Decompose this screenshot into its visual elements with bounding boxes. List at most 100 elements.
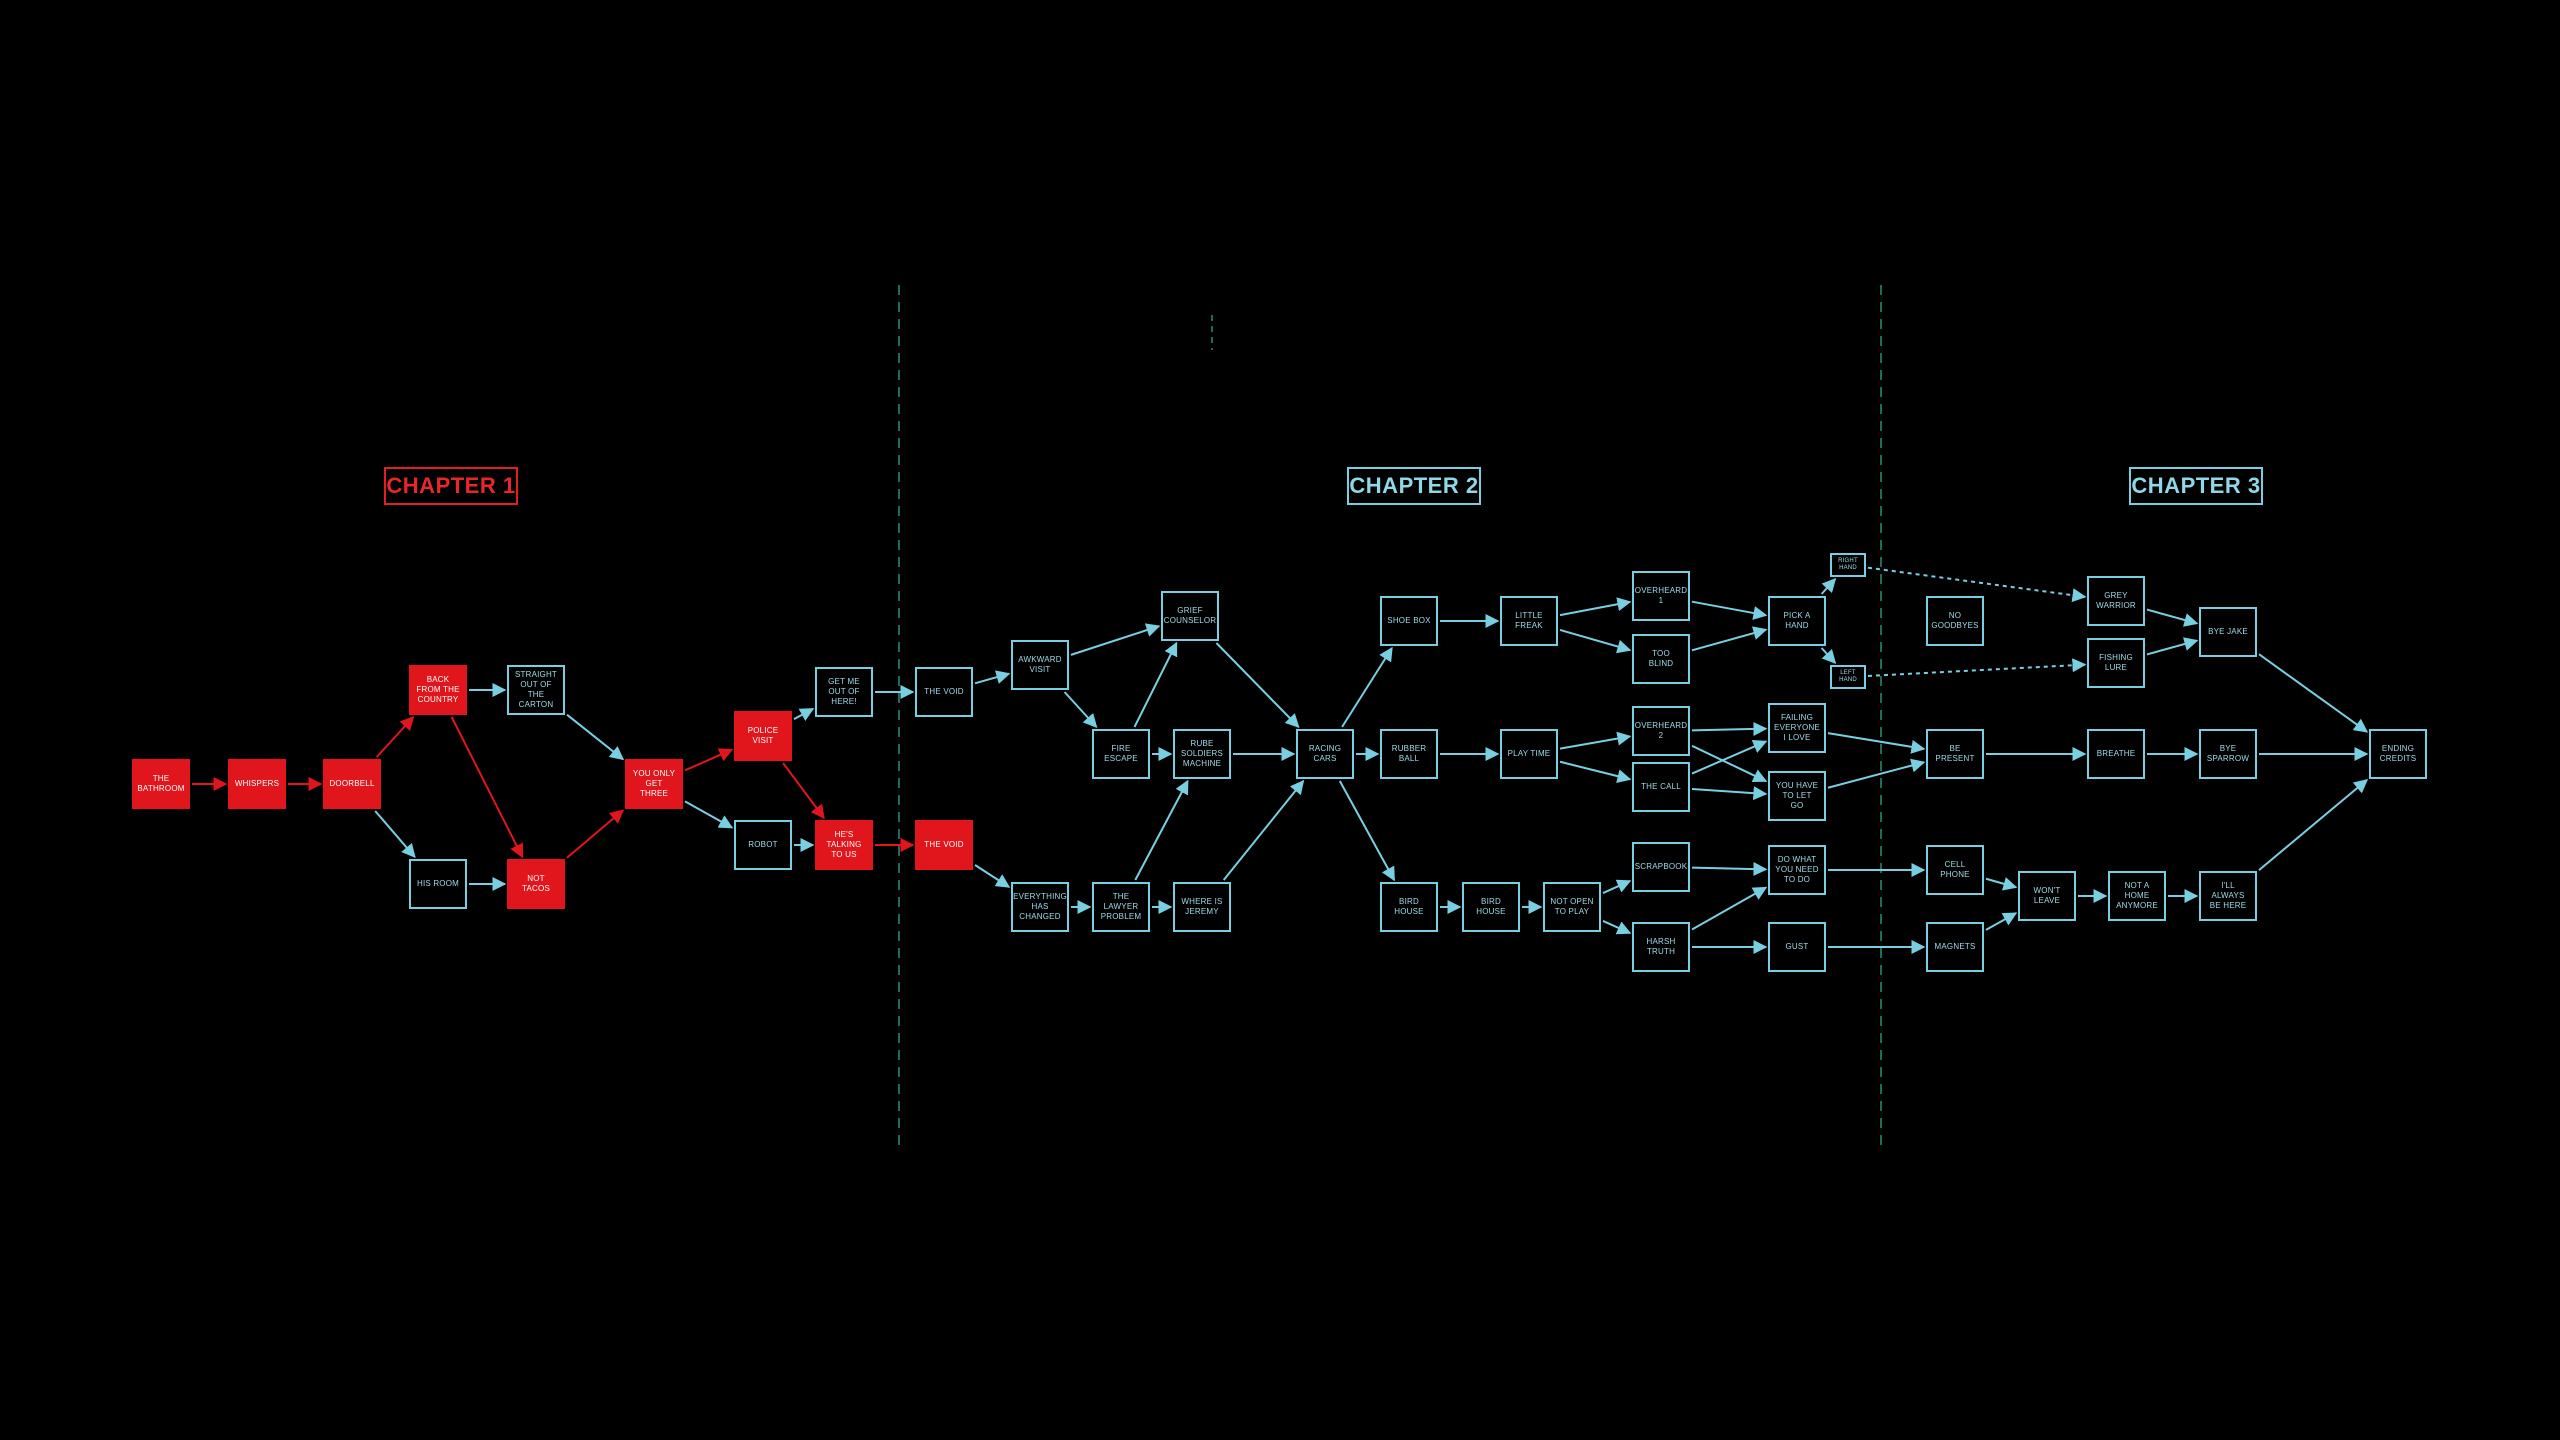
node-pick-a-hand[interactable]: PICK A HAND (1768, 596, 1826, 646)
edge-racing-cars-to-bird-house-1 (1338, 780, 1396, 882)
node-his-room[interactable]: HIS ROOM (409, 859, 467, 909)
node-wont-leave[interactable]: WON'T LEAVE (2018, 871, 2076, 921)
node-back-country[interactable]: BACK FROM THE COUNTRY (409, 665, 467, 715)
node-awkward-visit[interactable]: AWKWARD VISIT (1011, 640, 1069, 690)
node-overheard-1[interactable]: OVERHEARD 1 (1632, 571, 1690, 621)
node-fishing-lure[interactable]: FISHING LURE (2087, 638, 2145, 688)
node-do-what-need[interactable]: DO WHAT YOU NEED TO DO (1768, 845, 1826, 895)
node-harsh-truth[interactable]: HARSH TRUTH (1632, 922, 1690, 972)
edge-straight-carton-to-only-get-three (566, 713, 625, 761)
node-police-visit[interactable]: POLICE VISIT (734, 711, 792, 761)
node-doorbell[interactable]: DOORBELL (323, 759, 381, 809)
edge-not-tacos-to-only-get-three (566, 809, 625, 859)
edge-cell-phone-to-wont-leave (1985, 877, 2018, 891)
edge-failing-love-to-be-present (1827, 732, 1926, 754)
edge-harsh-truth-to-do-what-need (1691, 886, 1768, 931)
node-fire-escape[interactable]: FIRE ESCAPE (1092, 729, 1150, 779)
edge-police-visit-to-get-me-out (793, 707, 815, 722)
edge-play-time-to-the-call (1559, 760, 1632, 783)
edge-doorbell-to-back-country (375, 715, 415, 758)
node-void-top[interactable]: THE VOID (915, 667, 973, 717)
edge-little-freak-to-too-blind (1559, 628, 1632, 654)
node-ending-credits[interactable]: ENDING CREDITS (2369, 729, 2427, 779)
node-not-open-play[interactable]: NOT OPEN TO PLAY (1543, 882, 1601, 932)
node-everything-changed[interactable]: EVERYTHING HAS CHANGED (1011, 882, 1069, 932)
node-robot[interactable]: ROBOT (734, 820, 792, 870)
node-no-goodbyes[interactable]: NO GOODBYES (1926, 596, 1984, 646)
edge-awkward-visit-to-grief-counselor (1070, 623, 1161, 656)
edge-overheard-2-to-failing-love (1691, 721, 1768, 736)
node-scrapbook[interactable]: SCRAPBOOK (1632, 842, 1690, 892)
node-lawyer-problem[interactable]: THE LAWYER PROBLEM (1092, 882, 1150, 932)
node-the-call[interactable]: THE CALL (1632, 762, 1690, 812)
edge-fishing-lure-to-bye-jake (2146, 637, 2199, 656)
edge-only-get-three-to-police-visit (684, 748, 734, 772)
node-overheard-2[interactable]: OVERHEARD 2 (1632, 706, 1690, 756)
edge-magnets-to-wont-leave (1985, 912, 2018, 931)
node-right-hand[interactable]: RIGHT HAND (1830, 553, 1866, 577)
node-grief-counselor[interactable]: GRIEF COUNSELOR (1161, 591, 1219, 641)
node-talking-to-us[interactable]: HE'S TALKING TO US (815, 820, 873, 870)
edge-racing-cars-to-shoe-box (1341, 646, 1393, 728)
edge-not-open-play-to-scrapbook (1602, 879, 1632, 894)
node-bye-jake[interactable]: BYE JAKE (2199, 607, 2257, 657)
edge-pick-a-hand-to-right-hand (1820, 577, 1837, 595)
node-cell-phone[interactable]: CELL PHONE (1926, 845, 1984, 895)
node-bird-house-2[interactable]: BIRD HOUSE (1462, 882, 1520, 932)
edge-play-time-to-overheard-2 (1559, 731, 1632, 750)
chapter-1-label: CHAPTER 1 (384, 467, 518, 505)
node-magnets[interactable]: MAGNETS (1926, 922, 1984, 972)
edge-always-here-to-ending-credits (2258, 778, 2369, 871)
connections (192, 566, 2369, 954)
node-let-go[interactable]: YOU HAVE TO LET GO (1768, 771, 1826, 821)
edge-overheard-2-to-let-go (1691, 744, 1768, 783)
edge-police-visit-to-talking-to-us (782, 762, 825, 820)
node-not-tacos[interactable]: NOT TACOS (507, 859, 565, 909)
edge-doorbell-to-his-room (374, 810, 416, 859)
node-where-jeremy[interactable]: WHERE IS JEREMY (1173, 882, 1231, 932)
edge-grief-counselor-to-racing-cars (1215, 642, 1300, 729)
edge-void-red-to-everything-changed (974, 864, 1011, 888)
edge-grey-warrior-to-bye-jake (2146, 608, 2199, 627)
node-void-red[interactable]: THE VOID (915, 820, 973, 870)
node-bye-sparrow[interactable]: BYE SPARROW (2199, 729, 2257, 779)
node-too-blind[interactable]: TOO BLIND (1632, 634, 1690, 684)
node-straight-carton[interactable]: STRAIGHT OUT OF THE CARTON (507, 665, 565, 715)
node-grey-warrior[interactable]: GREY WARRIOR (2087, 576, 2145, 626)
node-left-hand[interactable]: LEFT HAND (1830, 665, 1866, 689)
chapter-3-label: CHAPTER 3 (2129, 467, 2263, 505)
node-not-home[interactable]: NOT A HOME ANYMORE (2108, 871, 2166, 921)
node-breathe[interactable]: BREATHE (2087, 729, 2145, 779)
edge-the-call-to-let-go (1691, 786, 1768, 801)
edge-the-call-to-failing-love (1691, 740, 1768, 775)
node-always-here[interactable]: I'LL ALWAYS BE HERE (2199, 871, 2257, 921)
node-rube-soldiers[interactable]: RUBE SOLDIERS MACHINE (1173, 729, 1231, 779)
edge-where-jeremy-to-racing-cars (1222, 779, 1305, 881)
edge-pick-a-hand-to-left-hand (1820, 647, 1837, 665)
edge-lawyer-problem-to-rube-soldiers (1134, 779, 1189, 881)
node-gust[interactable]: GUST (1768, 922, 1826, 972)
edge-not-open-play-to-harsh-truth (1602, 920, 1632, 935)
node-failing-love[interactable]: FAILING EVERYONE I LOVE (1768, 703, 1826, 753)
edge-overheard-1-to-pick-a-hand (1691, 600, 1768, 620)
node-bathroom[interactable]: THE BATHROOM (132, 759, 190, 809)
edge-awkward-visit-to-fire-escape (1063, 691, 1098, 729)
edge-void-top-to-awkward-visit (974, 670, 1011, 685)
edge-bye-jake-to-ending-credits (2258, 653, 2369, 733)
node-whispers[interactable]: WHISPERS (228, 759, 286, 809)
node-rubber-ball[interactable]: RUBBER BALL (1380, 729, 1438, 779)
edge-too-blind-to-pick-a-hand (1691, 626, 1768, 652)
node-bird-house-1[interactable]: BIRD HOUSE (1380, 882, 1438, 932)
node-only-get-three[interactable]: YOU ONLY GET THREE (625, 759, 683, 809)
node-play-time[interactable]: PLAY TIME (1500, 729, 1558, 779)
node-get-me-out[interactable]: GET ME OUT OF HERE! (815, 667, 873, 717)
chapter-2-label: CHAPTER 2 (1347, 467, 1481, 505)
node-racing-cars[interactable]: RACING CARS (1296, 729, 1354, 779)
node-shoe-box[interactable]: SHOE BOX (1380, 596, 1438, 646)
edge-scrapbook-to-do-what-need (1691, 862, 1768, 877)
edge-little-freak-to-overheard-1 (1559, 597, 1632, 617)
node-little-freak[interactable]: LITTLE FREAK (1500, 596, 1558, 646)
node-be-present[interactable]: BE PRESENT (1926, 729, 1984, 779)
